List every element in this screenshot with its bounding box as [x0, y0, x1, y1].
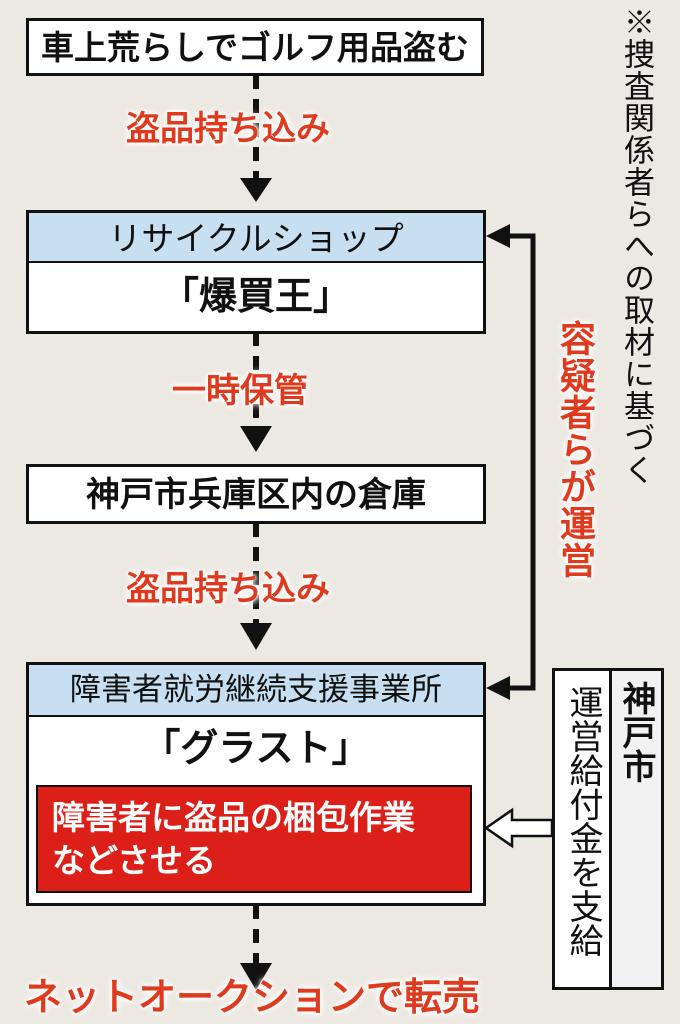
final-resale-label: ネットオークションで転売 [24, 975, 481, 1019]
facility-name: 「グラスト」 [142, 726, 370, 770]
flow-label-2: 一時保管 [172, 371, 308, 411]
suspects-bracket-arrow [486, 224, 536, 700]
kobe-funding-arrow [483, 807, 554, 849]
warehouse-box-title: 神戸市兵庫区内の倉庫 [86, 475, 426, 515]
red-box-line-2: などさせる [52, 840, 217, 880]
theft-box: 車上荒らしでゴルフ用品盗む [26, 18, 484, 76]
recycle-shop-box: リサイクルショップ 「爆買王」 [26, 210, 486, 334]
suspects-label: 容疑者らが運営 [554, 320, 595, 579]
flow-label-3: 盗品持ち込み [126, 569, 330, 609]
kobe-city-title: 神戸市 [616, 681, 656, 783]
recycle-shop-header: リサイクルショップ [29, 213, 483, 263]
flow-label-1: 盗品持ち込み [126, 109, 330, 149]
arrow-down-1 [240, 178, 272, 202]
theft-box-title: 車上荒らしでゴルフ用品盗む [40, 28, 469, 67]
kobe-city-text: 運営給付金を支給 [563, 685, 603, 957]
facility-red-box: 障害者に盗品の梱包作業 などさせる [36, 785, 472, 893]
recycle-shop-name: 「爆買王」 [160, 274, 351, 318]
arrow-down-2 [240, 426, 272, 452]
source-note: ※捜査関係者らへの取材に基づく [618, 6, 654, 486]
facility-header: 障害者就労継続支援事業所 [29, 665, 483, 717]
red-box-line-1: 障害者に盗品の梱包作業 [52, 798, 415, 837]
arrow-down-4 [240, 963, 272, 990]
warehouse-box: 神戸市兵庫区内の倉庫 [26, 464, 486, 524]
facility-box: 障害者就労継続支援事業所 「グラスト」 障害者に盗品の梱包作業 などさせる [26, 662, 486, 906]
kobe-city-box: 神戸市 運営給付金を支給 [552, 668, 664, 990]
kobe-city-inner: 運営給付金を支給 [552, 668, 612, 990]
arrow-down-3 [240, 623, 272, 650]
